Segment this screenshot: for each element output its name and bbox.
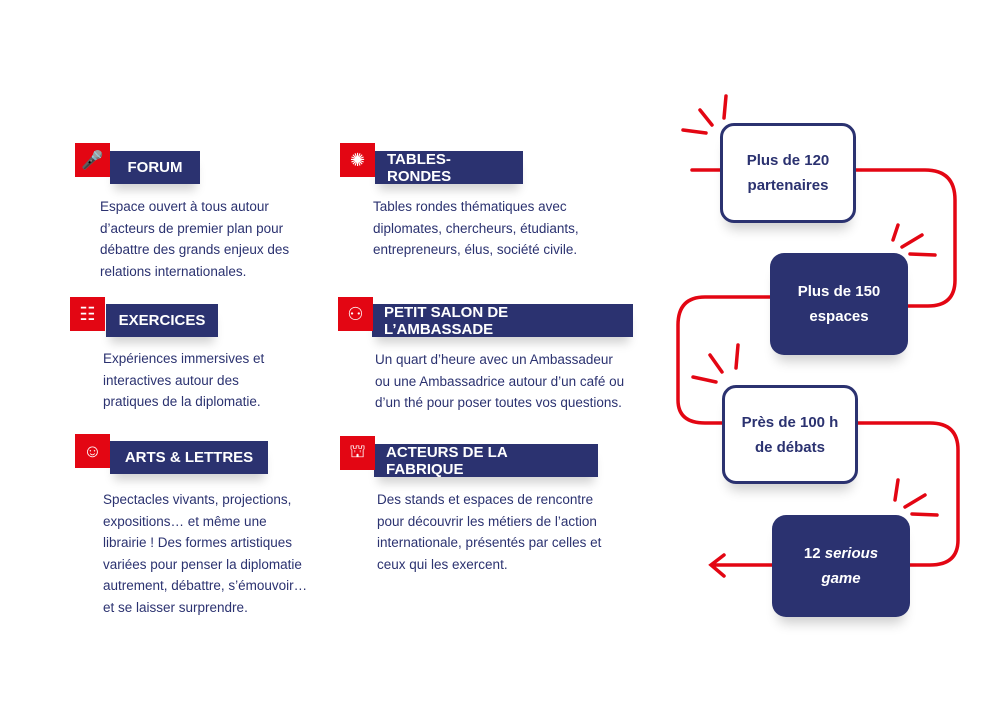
- podium-icon: 🎤: [75, 143, 110, 177]
- section-title: ARTS & LETTRES: [110, 441, 268, 474]
- theater-masks-icon: ☺: [75, 434, 110, 468]
- meeting-icon: ⚇: [338, 297, 373, 331]
- stand-icon: ⛫: [340, 436, 375, 470]
- section-title: PETIT SALON DE L’AMBASSADE: [372, 304, 633, 338]
- section-title: TABLES-RONDES: [375, 151, 523, 185]
- section-title: FORUM: [110, 151, 200, 184]
- round-table-icon: ✺: [340, 143, 375, 177]
- section-description: Spectacles vivants, projections,expositi…: [103, 492, 308, 615]
- section-title: ACTEURS DE LA FABRIQUE: [374, 444, 598, 478]
- section-title: EXERCICES: [106, 304, 218, 337]
- presentation-icon: ☷: [70, 297, 105, 331]
